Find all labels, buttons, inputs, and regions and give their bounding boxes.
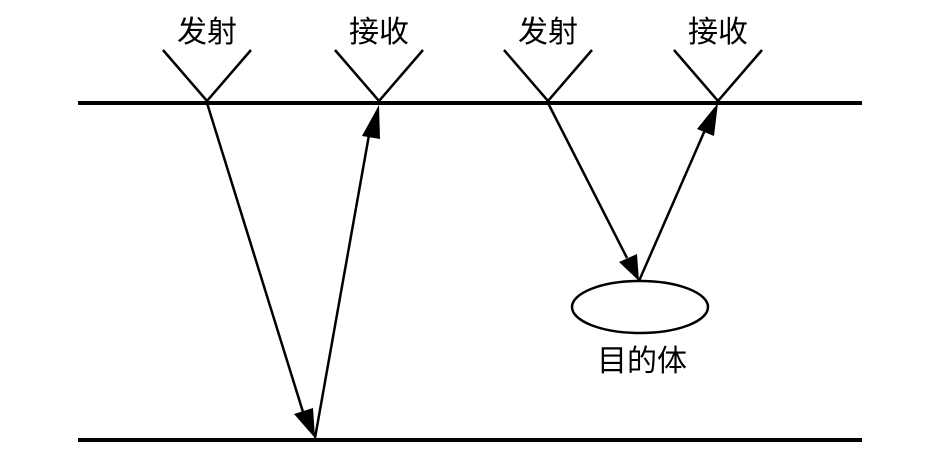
receive-label-left: 接收 <box>349 15 409 50</box>
transmitter-antenna-right <box>503 49 593 103</box>
target-reflection-path <box>546 102 718 282</box>
reflected-ray-left <box>313 134 371 439</box>
interface-reflection-path <box>205 102 380 439</box>
target-label: 目的体 <box>597 344 687 379</box>
reflected-ray-right <box>637 129 707 282</box>
reflected-arrowhead-left <box>362 105 380 139</box>
transmitter-antenna-left <box>162 49 252 103</box>
transmit-label-left: 发射 <box>177 15 237 50</box>
reflected-arrowhead-right <box>697 103 718 136</box>
incident-ray-left <box>205 102 305 413</box>
target-body-ellipse <box>570 279 710 335</box>
incident-arrowhead-left <box>294 408 315 438</box>
receiver-antenna-left <box>334 49 424 103</box>
transmit-label-right: 发射 <box>518 15 578 50</box>
incident-ray-right <box>546 102 629 259</box>
receive-label-right: 接收 <box>688 15 748 50</box>
receiver-antenna-right <box>673 49 763 103</box>
incident-arrowhead-right <box>619 254 639 281</box>
